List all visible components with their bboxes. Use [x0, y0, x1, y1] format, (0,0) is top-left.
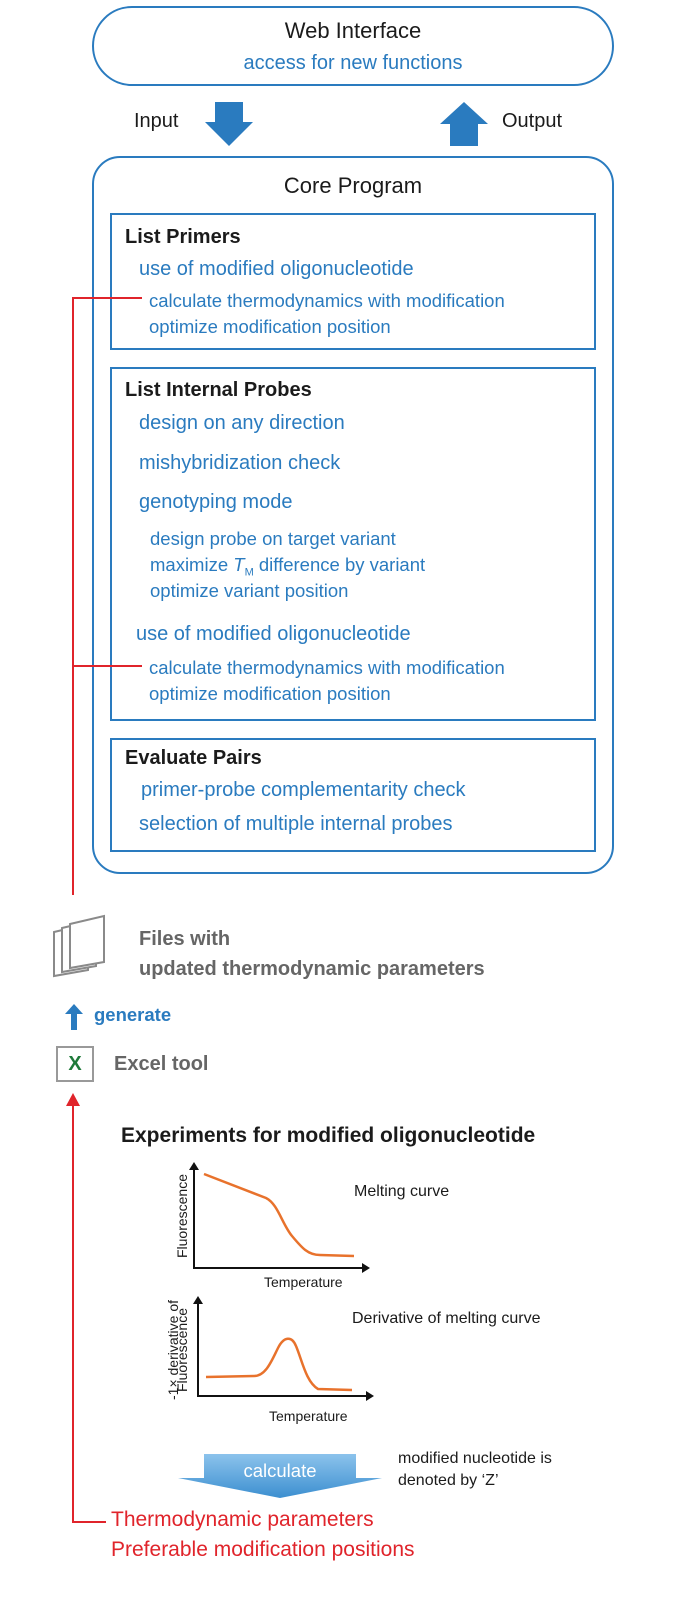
core-program-title: Core Program [283, 173, 423, 198]
list-probes-item-genotyping: genotyping mode [139, 491, 293, 513]
genotyping-sub-maximize: maximize TM difference by variant [150, 554, 425, 579]
files-line1: Files with [139, 928, 231, 950]
list-probes-sub-optimize: optimize modification position [149, 683, 391, 704]
t-symbol: T [233, 554, 245, 575]
red-connector-vertical-top [72, 297, 74, 895]
files-line2: updated thermodynamic parameters [139, 958, 485, 980]
output-label: Output [502, 110, 563, 132]
list-probes-item-direction: design on any direction [139, 412, 345, 434]
derivative-xlabel: Temperature [269, 1408, 348, 1424]
list-probes-item-mishybridization: mishybridization check [139, 452, 341, 474]
calculate-label: calculate [243, 1460, 317, 1481]
derivative-curve-line [205, 1337, 353, 1392]
experiments-title: Experiments for modified oligonucleotide [121, 1124, 536, 1147]
evaluate-pairs-box [110, 738, 596, 852]
excel-icon-letter: X [68, 1053, 82, 1075]
files-icon [53, 914, 105, 978]
derivative-chart [193, 1296, 374, 1401]
genotyping-sub-design: design probe on target variant [150, 528, 396, 549]
generate-arrow-icon [65, 1004, 83, 1030]
calculate-note-line2: denoted by ‘Z’ [398, 1472, 499, 1489]
evaluate-item-complementarity: primer-probe complementarity check [141, 779, 466, 801]
list-primers-title: List Primers [125, 226, 241, 248]
output-arrow-icon [440, 102, 488, 146]
input-arrow-icon [205, 102, 253, 146]
list-probes-sub-calculate: calculate thermodynamics with modificati… [149, 657, 505, 678]
evaluate-pairs-title: Evaluate Pairs [125, 747, 262, 769]
excel-label: Excel tool [114, 1053, 209, 1075]
input-label: Input [134, 110, 179, 132]
core-program-box [92, 156, 614, 874]
derivative-y-arrow-icon [193, 1296, 203, 1304]
red-connector-primers [72, 297, 142, 299]
red-connector-probes [72, 665, 142, 667]
melting-x-arrow-icon [362, 1263, 370, 1273]
calculate-note-line1: modified nucleotide is [398, 1450, 552, 1467]
results-line2: Preferable modification positions [111, 1538, 415, 1561]
list-primers-item-modified: use of modified oligonucleotide [139, 258, 414, 280]
list-primers-sub-calculate: calculate thermodynamics with modificati… [149, 290, 505, 311]
list-probes-title: List Internal Probes [125, 379, 312, 401]
derivative-ylabel-line2: Fluorescence [174, 1307, 190, 1393]
red-connector-results [72, 1521, 106, 1523]
list-probes-box [110, 367, 596, 721]
list-probes-item-modified: use of modified oligonucleotide [136, 623, 411, 645]
melting-y-arrow-icon [189, 1162, 199, 1170]
derivative-curve-label: Derivative of melting curve [352, 1310, 541, 1327]
calculate-arrow-icon [178, 1454, 382, 1498]
maximize-text: maximize [150, 554, 234, 575]
web-interface-title: Web Interface [284, 18, 422, 43]
melting-curve-label: Melting curve [354, 1183, 450, 1200]
melting-xlabel: Temperature [264, 1274, 343, 1290]
m-subscript: M [244, 566, 254, 579]
web-interface-box [92, 6, 614, 86]
difference-text: difference by variant [253, 554, 426, 575]
list-primers-box [110, 213, 596, 350]
melting-curve-chart [189, 1162, 370, 1273]
evaluate-item-selection: selection of multiple internal probes [139, 813, 453, 835]
web-interface-subtitle: access for new functions [243, 52, 463, 74]
generate-label: generate [94, 1004, 172, 1025]
melting-axes [193, 1168, 366, 1269]
red-connector-vertical-bottom [72, 1104, 74, 1522]
red-arrowhead-icon [66, 1093, 80, 1106]
derivative-x-arrow-icon [366, 1391, 374, 1401]
melting-ylabel: Fluorescence [174, 1173, 190, 1259]
melting-curve-line [203, 1172, 355, 1258]
results-line1: Thermodynamic parameters [111, 1508, 374, 1531]
list-primers-sub-optimize: optimize modification position [149, 316, 391, 337]
excel-icon: X [56, 1046, 94, 1082]
genotyping-sub-optimize: optimize variant position [150, 580, 349, 601]
